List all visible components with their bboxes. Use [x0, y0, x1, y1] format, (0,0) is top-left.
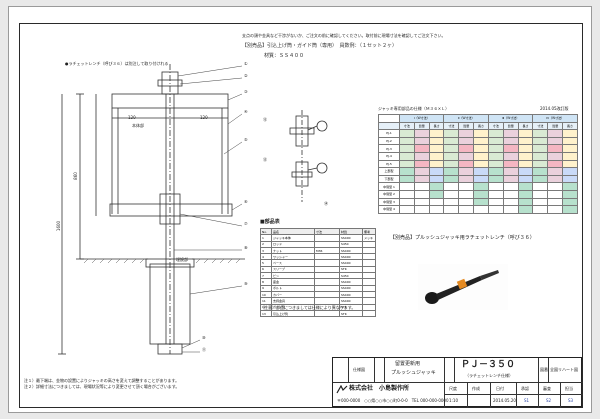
product-line-1: 留置更新用 [395, 361, 421, 367]
detail-drawing [289, 110, 328, 202]
ratchet-caption: 【別売品】プルッシュジャッキ用ラチェットレンチ（呼び３６） [390, 235, 535, 241]
detail-balloon-13: ⑬ [263, 157, 267, 162]
ratchet-note: ●ラチェットレンチ（呼び３６）は別注して取り付けれる [65, 61, 169, 66]
spec-row-label: PJ-2 [378, 136, 400, 146]
spec-sub-header: 長さ [473, 121, 489, 131]
dim-860: 860 [72, 172, 78, 180]
spec-table-title: ジャッキ専用部品の仕様（Ｍ３６×Ｌ） [378, 106, 450, 111]
ratchet-wrench-icon [425, 270, 499, 304]
spec-group-3: Ⅲ（Ｗ寸法） [487, 114, 534, 123]
spec-sub-header: 寸法 [443, 121, 460, 131]
spec-row-label: 上部型 [378, 167, 400, 176]
drawing-sheet: 支点の頭や金具など干渉がないか、ご注文の前に確認してください。取付前に現場寸法を… [8, 6, 592, 413]
spec-row-label: PJ-5 [378, 159, 400, 169]
company-logo-icon [336, 385, 348, 394]
spec-row-label: 中間型 1 [378, 182, 400, 191]
tb-header: 審査 [543, 386, 551, 391]
spec-sub-header: 長さ [517, 121, 534, 131]
drawing-no-label: 図番 [540, 367, 548, 372]
pit-label: 埋設部 [176, 257, 188, 262]
parts-title: ■部品表 [260, 219, 280, 225]
spec-row-label: PJ-1 [378, 129, 400, 138]
detail-balloon-14: ⑭ [324, 201, 328, 206]
elevation-drawing [58, 64, 245, 355]
parts-footnote: （注意）部品につきましては仕様により異なります。 [260, 305, 356, 310]
company-name: 株式会社 小島製作所 [349, 385, 410, 392]
product-line-2: プルッシュジャッキ [391, 370, 436, 376]
usage-label: 仕様図 [353, 367, 365, 372]
spec-group-2: Ⅱ（Ｗ寸法） [443, 114, 489, 123]
tb-value: 2014.05.20 [493, 398, 516, 403]
body-label: 本体部 [132, 123, 144, 128]
top-note: 支点の頭や金具など干渉がないか、ご注文の前に確認してください。取付前に現場寸法を… [242, 33, 446, 38]
balloon-3: ③ [244, 89, 248, 94]
ratchet-photo [418, 264, 508, 310]
tb-header: 作成 [472, 386, 480, 391]
left-note: 注１）最下端は、金物の設置によりジャッキの高さを変えて調整することがあります。 … [24, 378, 180, 390]
dim-1600: 1600 [56, 220, 62, 232]
balloon-1: ① [244, 61, 248, 66]
spec-row-label: 中間型 2 [378, 189, 400, 199]
balloon-8: ⑧ [244, 245, 248, 250]
company-address: 〒000-0000 ○○県○○市○○町0-0-0 TEL 000-000-000… [337, 398, 449, 403]
balloon-9: ⑨ [244, 281, 248, 286]
balloon-2: ② [244, 73, 248, 78]
balloon-5: ⑤ [244, 137, 248, 142]
tb-header: 担当 [565, 386, 573, 391]
spec-group-1: Ⅰ（Ｗ寸法） [398, 114, 445, 123]
spec-row-label: 中間型 3 [378, 197, 400, 207]
spec-sub-header: 長さ [428, 121, 445, 131]
product-title: 【別売品】引込上げ筒・ガイド筒（専用） 員数例：（１セット２ヶ） [242, 43, 398, 49]
spec-sub-header: 寸法 [532, 121, 549, 131]
dim-120-left: 120 [128, 115, 136, 120]
approval-stamp: S1 [524, 398, 530, 403]
spec-row-label: 中間型 4 [378, 205, 400, 214]
detail-balloon-12: ⑫ [263, 117, 267, 122]
tb-header: 日付 [496, 386, 504, 391]
spec-sub-header: 質量 [547, 121, 564, 131]
tb-value: 1:10 [449, 398, 458, 403]
spec-row-label: PJ-4 [378, 151, 400, 161]
tb-header: 尺度 [449, 386, 457, 391]
balloon-11: ⑪ [202, 347, 206, 352]
spec-row-label: 下部型 [378, 174, 400, 184]
spec-group-4: Ⅳ（Ｗ寸法） [532, 114, 578, 123]
spec-sub-header: 質量 [502, 121, 519, 131]
spec-sub-header: 質量 [458, 121, 475, 131]
spec-row-label: PJ-3 [378, 144, 400, 153]
title-block: 仕様図 留置更新用 プルッシュジャッキ ＰＪ－３５０ （ラチェットレンチ仕様） … [332, 357, 583, 408]
drawing-frame: 支点の頭や金具など干渉がないか、ご注文の前に確認してください。取付前に現場寸法を… [19, 23, 583, 408]
dim-120-right: 120 [200, 115, 208, 120]
review-stamp: S2 [546, 398, 552, 403]
spec-sub-header: 寸法 [399, 121, 415, 131]
tb-header: 承認 [521, 386, 529, 391]
drawing-no: 全図リハート図 [550, 367, 578, 372]
spec-sub-header: 長さ [562, 121, 578, 131]
balloon-7: ⑦ [244, 221, 248, 226]
balloon-4: ④ [244, 109, 248, 114]
model-sub: （ラチェットレンチ仕様） [465, 373, 513, 378]
material-note: 材質：ＳＳ４００ [264, 53, 305, 59]
spec-sub-header: 質量 [413, 121, 430, 131]
charge-stamp: S3 [568, 398, 574, 403]
spec-table: Ⅰ（Ｗ寸法） Ⅱ（Ｗ寸法） Ⅲ（Ｗ寸法） Ⅳ（Ｗ寸法） 寸法質量長さ 寸法質量長… [378, 114, 578, 214]
model-number: ＰＪ－３５０ [461, 360, 516, 370]
balloon-10: ⑩ [202, 335, 206, 340]
spec-sub-header: 寸法 [487, 121, 504, 131]
balloon-6: ⑥ [244, 199, 248, 204]
spec-table-subtitle: 2014.05改訂版 [540, 106, 569, 111]
